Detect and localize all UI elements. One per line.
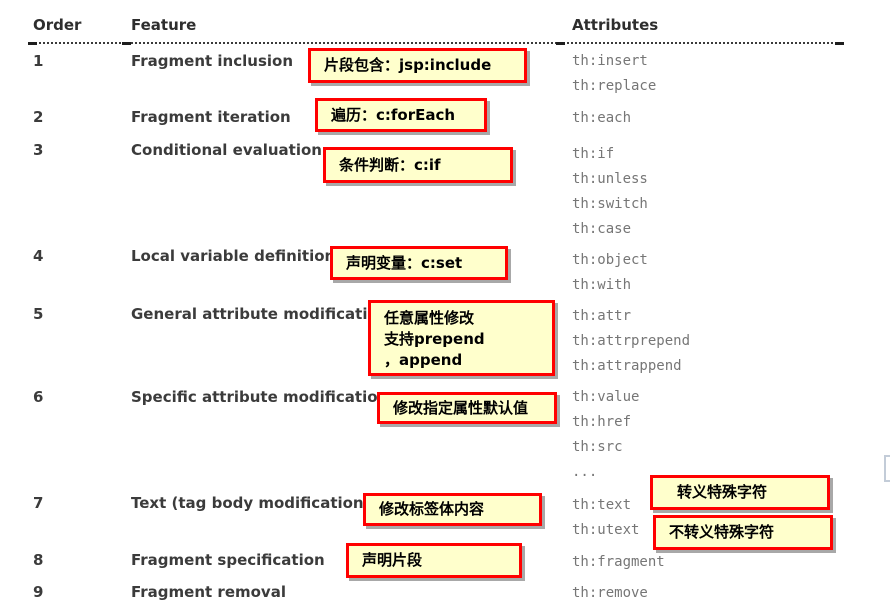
feature-cell-row3: Conditional evaluation bbox=[131, 141, 322, 159]
note-fragment-iteration: 遍历：c:forEach bbox=[315, 98, 487, 132]
note-local-variable: 声明变量：c:set bbox=[330, 246, 508, 280]
attr-cell-row5: th:attr th:attrprepend th:attrappend bbox=[572, 308, 691, 374]
header-divider bbox=[28, 42, 844, 44]
column-header-order: Order bbox=[33, 16, 82, 34]
feature-cell-row5: General attribute modification bbox=[131, 305, 389, 323]
order-cell-row4: 4 bbox=[33, 247, 44, 265]
attr-cell-row3: th:if th:unless th:switch th:case bbox=[572, 146, 648, 237]
header-divider-tick bbox=[28, 42, 37, 45]
note-fragment-inclusion: 片段包含：jsp:include bbox=[308, 48, 527, 83]
feature-cell-row6: Specific attribute modification bbox=[131, 388, 389, 406]
attr-cell-row1: th:insert th:replace bbox=[572, 53, 657, 94]
order-cell-row3: 3 bbox=[33, 141, 44, 159]
feature-cell-row2: Fragment iteration bbox=[131, 108, 291, 126]
column-header-attributes: Attributes bbox=[572, 16, 659, 34]
order-cell-row8: 8 bbox=[33, 551, 44, 569]
note-text-body: 修改标签体内容 bbox=[363, 493, 542, 526]
feature-cell-row7: Text (tag body modification) bbox=[131, 494, 371, 512]
feature-cell-row1: Fragment inclusion bbox=[131, 52, 294, 70]
feature-cell-row9: Fragment removal bbox=[131, 583, 286, 601]
header-divider-tick bbox=[556, 42, 565, 45]
attr-cell-row7: th:text th:utext bbox=[572, 497, 640, 538]
note-specific-attribute: 修改指定属性默认值 bbox=[377, 392, 557, 424]
order-cell-row5: 5 bbox=[33, 305, 44, 323]
order-cell-row1: 1 bbox=[33, 52, 44, 70]
attr-cell-row9: th:remove bbox=[572, 585, 648, 601]
order-cell-row2: 2 bbox=[33, 108, 44, 126]
note-fragment-specification: 声明片段 bbox=[346, 543, 522, 578]
attr-cell-row4: th:object th:with bbox=[572, 252, 648, 293]
bracket-artifact bbox=[884, 455, 890, 482]
header-divider-tick bbox=[122, 42, 131, 45]
column-header-feature: Feature bbox=[131, 16, 197, 34]
order-cell-row7: 7 bbox=[33, 494, 44, 512]
feature-cell-row4: Local variable definition bbox=[131, 247, 336, 265]
note-conditional-evaluation: 条件判断：c:if bbox=[323, 147, 513, 183]
header-divider-tick bbox=[835, 42, 844, 45]
note-escaped-text: 转义特殊字符 bbox=[650, 475, 830, 510]
attr-cell-row6: th:value th:href th:src ... bbox=[572, 389, 640, 480]
feature-cell-row8: Fragment specification bbox=[131, 551, 325, 569]
note-general-attribute: 任意属性修改 支持prepend ，append bbox=[368, 300, 555, 376]
order-cell-row9: 9 bbox=[33, 583, 44, 601]
attr-cell-row2: th:each bbox=[572, 110, 632, 126]
note-unescaped-text: 不转义特殊字符 bbox=[653, 515, 833, 550]
attr-cell-row8: th:fragment bbox=[572, 554, 665, 570]
order-cell-row6: 6 bbox=[33, 388, 44, 406]
